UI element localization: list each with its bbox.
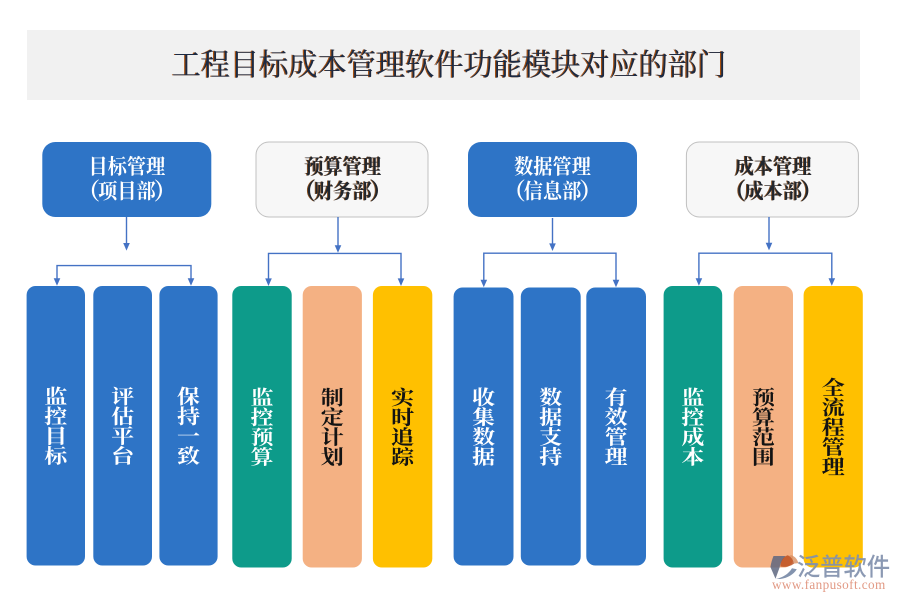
- svg-text:www.fanpusoft.com: www.fanpusoft.com: [772, 577, 886, 592]
